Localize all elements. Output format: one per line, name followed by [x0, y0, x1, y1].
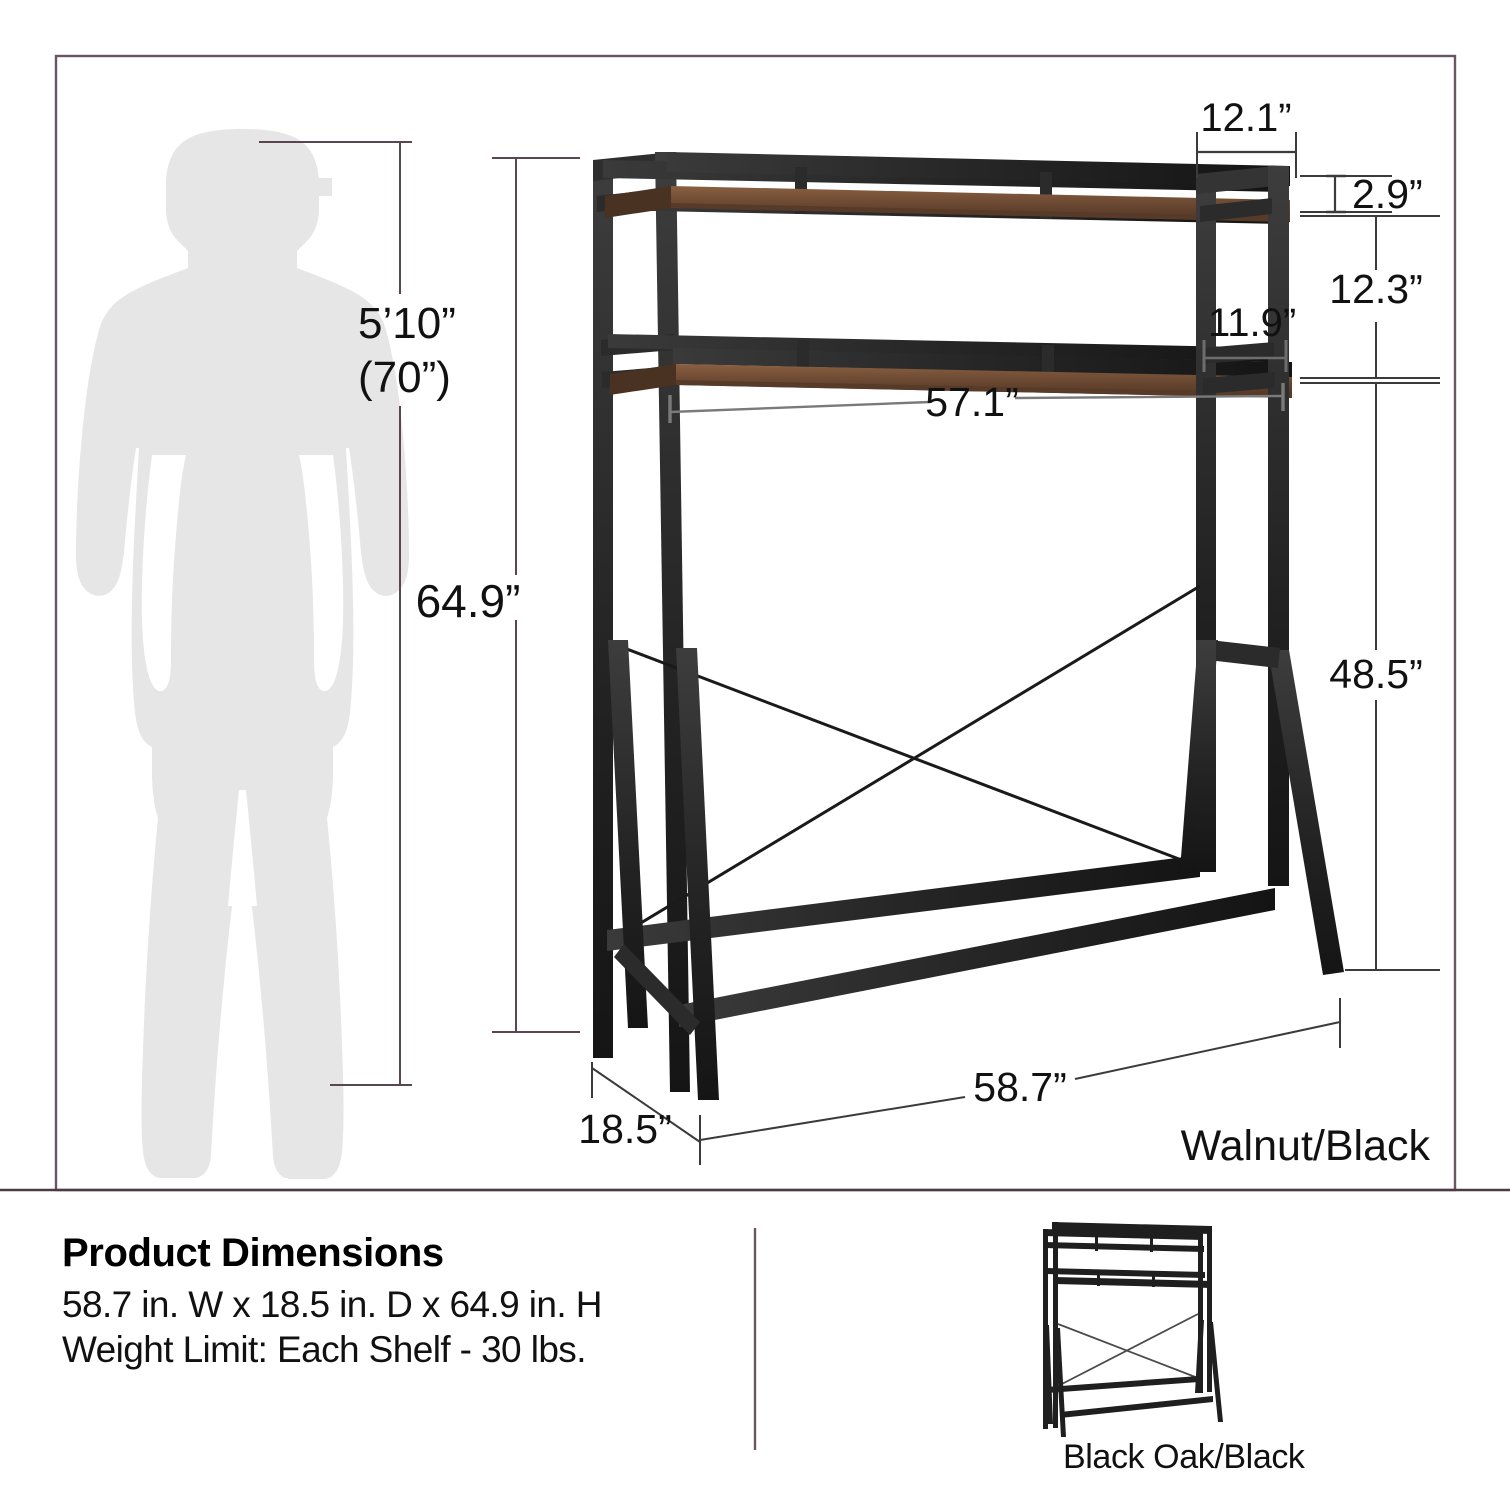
- alternate-finish-label: Black Oak/Black: [1063, 1438, 1305, 1476]
- human-height-inches-label: (70”): [358, 353, 451, 402]
- footer-divider: [0, 1188, 1510, 1450]
- overall-depth-dimension: [591, 1062, 701, 1143]
- top-rail-height-dimension: [1300, 174, 1392, 214]
- front-right-foot: [1268, 650, 1344, 975]
- rear-left-foot: [608, 640, 648, 1028]
- shelf-width-label: 57.1”: [925, 379, 1018, 425]
- right-top-depth-rail: [1196, 166, 1276, 194]
- product-shelf-unit: [593, 152, 1344, 1100]
- alternate-finish-thumbnail[interactable]: [1043, 1222, 1223, 1437]
- top-depth-label: 12.1”: [1200, 96, 1291, 140]
- second-shelf-front-rail: [673, 348, 1292, 378]
- human-height-feet-label: 5’10”: [358, 299, 456, 348]
- cross-brace-wires: [610, 584, 1201, 943]
- upper-gap-label: 12.3”: [1329, 266, 1422, 312]
- top-front-rail: [667, 152, 1290, 186]
- top-rail-height-label: 2.9”: [1352, 171, 1423, 217]
- footer-title: Product Dimensions: [62, 1231, 444, 1275]
- second-shelf-back-rail: [608, 334, 1288, 362]
- overall-width-label: 58.7”: [973, 1064, 1066, 1110]
- top-shelf-board: [671, 186, 1290, 222]
- footer-text-block: Product Dimensions 58.7 in. W x 18.5 in.…: [62, 1232, 722, 1372]
- shelf-width-dimension: [668, 383, 1285, 423]
- total-height-label: 64.9”: [416, 575, 521, 627]
- front-left-foot: [676, 648, 719, 1100]
- human-height-dimension: [259, 141, 412, 1086]
- top-depth-dimension: [1196, 132, 1297, 178]
- footer-size-line: 58.7 in. W x 18.5 in. D x 64.9 in. H: [62, 1284, 602, 1325]
- front-left-post: [655, 152, 690, 1092]
- bottom-front-rail: [679, 888, 1275, 1027]
- clearance-height-label: 48.5”: [1329, 651, 1422, 697]
- overall-depth-label: 18.5”: [578, 1106, 671, 1152]
- overall-width-dimension: [699, 998, 1341, 1165]
- bottom-back-rail: [607, 855, 1200, 951]
- lower-shelf-depth-dimension: [1202, 340, 1288, 372]
- footer-weight-line: Weight Limit: Each Shelf - 30 lbs.: [62, 1329, 586, 1371]
- human-silhouette: [76, 129, 409, 1186]
- front-right-post: [1268, 166, 1289, 886]
- lower-shelf-depth-label: 11.9”: [1208, 301, 1296, 345]
- upper-gap-dimension: [1300, 215, 1440, 379]
- clearance-height-dimension: [1300, 382, 1440, 971]
- rear-left-post: [593, 160, 613, 1058]
- second-shelf-board: [676, 364, 1292, 398]
- primary-finish-label: Walnut/Black: [1181, 1122, 1431, 1170]
- total-height-dimension: [492, 157, 580, 1033]
